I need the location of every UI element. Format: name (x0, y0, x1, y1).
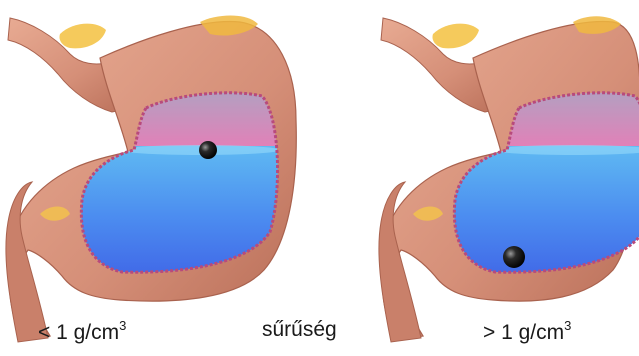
caption-left-text: < 1 g/cm (38, 321, 119, 344)
caption-middle-text: sűrűség (262, 318, 337, 341)
caption-right-exponent: 3 (564, 318, 571, 333)
caption-density: sűrűség (262, 318, 337, 342)
fat-lump-left-1 (59, 24, 106, 49)
caption-left-exponent: 3 (119, 318, 126, 333)
caption-lower-density: < 1 g/cm3 (38, 318, 126, 345)
stomach-left-panel (6, 16, 296, 343)
floating-ball (199, 141, 217, 159)
stomach-right-panel (379, 16, 639, 342)
sunk-ball (503, 246, 525, 268)
caption-right-text: > 1 g/cm (483, 321, 564, 344)
fat-lump-right-1 (432, 24, 479, 49)
caption-higher-density: > 1 g/cm3 (483, 318, 571, 345)
